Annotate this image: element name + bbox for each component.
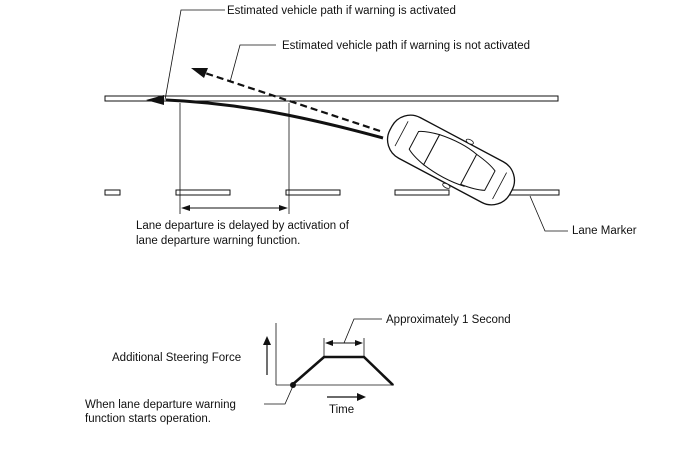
path-with-warning-arrowhead	[146, 95, 164, 105]
lane-marker-segment	[504, 189, 560, 196]
arrow-up-icon	[263, 336, 271, 375]
label-steering-force: Additional Steering Force	[112, 352, 241, 364]
operation-start-point	[290, 382, 296, 388]
label-lane-marker: Lane Marker	[572, 225, 637, 237]
callout-path-activated	[164, 9, 225, 101]
path-with-warning	[165, 98, 384, 140]
callout-start	[264, 385, 294, 405]
callout-lane-marker	[529, 195, 568, 232]
label-path-activated: Estimated vehicle path if warning is act…	[227, 5, 456, 17]
lane-marker-segment	[285, 189, 341, 196]
callout-path-not-activated	[229, 44, 276, 83]
label-time-axis: Time	[329, 404, 354, 416]
car-top-view-icon	[386, 114, 516, 206]
arrow-right-icon	[327, 393, 366, 401]
path-without-warning-arrowhead	[191, 68, 208, 78]
steering-force-graph	[264, 318, 394, 405]
label-delay-line1: Lane departure is delayed by activation …	[136, 220, 350, 232]
lane-markers	[104, 189, 560, 196]
lane-marker-segment	[104, 189, 121, 196]
lane-marker-segment	[394, 189, 450, 196]
callout-approx-time	[343, 318, 382, 344]
steering-force-curve	[291, 355, 394, 386]
lane-marker-segment	[175, 189, 231, 196]
label-start-line1: When lane departure warning	[85, 399, 236, 411]
path-without-warning	[204, 71, 381, 133]
label-delay-line2: lane departure warning function.	[136, 235, 300, 247]
label-path-not-activated: Estimated vehicle path if warning is not…	[282, 40, 530, 52]
label-approx-time: Approximately 1 Second	[386, 314, 511, 326]
label-start-line2: function starts operation.	[85, 413, 211, 425]
road-edge-line	[104, 95, 559, 102]
